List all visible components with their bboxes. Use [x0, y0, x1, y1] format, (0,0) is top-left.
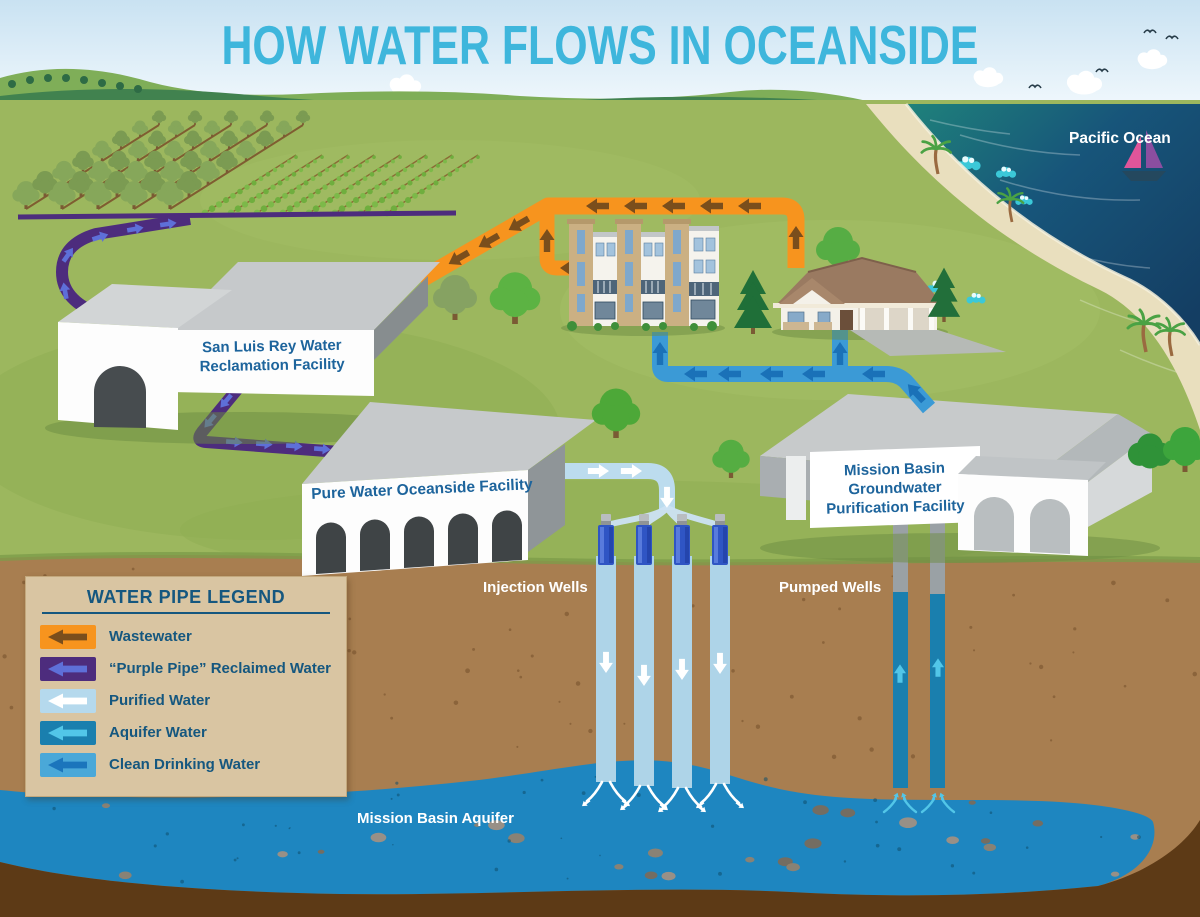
legend-pipe-swatch — [40, 624, 96, 649]
pumped-wells-label: Pumped Wells — [779, 579, 882, 596]
label-line: Purification Facility — [826, 496, 965, 518]
mission-basin-facility-label: Mission Basin Groundwater Purification F… — [825, 459, 965, 519]
legend-item-label: Wastewater — [109, 628, 192, 645]
injection-wells-label: Injection Wells — [483, 579, 588, 596]
legend-title: WATER PIPE LEGEND — [42, 587, 330, 614]
pure-water-building — [302, 402, 596, 576]
ocean-streaks — [929, 119, 1191, 377]
label-line: Mission Basin — [843, 459, 946, 480]
well-flow-splays — [580, 780, 956, 815]
hill-trees — [8, 74, 142, 93]
legend-pipe-swatch — [40, 656, 96, 681]
mission-basin-aquifer-label: Mission Basin Aquifer — [357, 810, 514, 827]
legend-item-label: Clean Drinking Water — [109, 756, 261, 773]
legend-item-label: “Purple Pipe” Reclaimed Water — [109, 660, 332, 677]
driveway — [850, 330, 1006, 356]
legend-item-purified: Purified Water — [40, 688, 332, 713]
pacific-ocean-label: Pacific Ocean — [1069, 130, 1171, 147]
legend-pipe-swatch — [40, 688, 96, 713]
san-luis-rey-facility-label: San Luis Rey Water Reclamation Facility — [199, 337, 345, 377]
legend-pipe-swatch — [40, 720, 96, 745]
label-line: Reclamation Facility — [199, 355, 345, 376]
pacific-ocean — [906, 104, 1200, 377]
label-line: San Luis Rey Water — [201, 336, 342, 357]
legend-item-drinking: Clean Drinking Water — [40, 752, 332, 777]
apartment-shrubs — [567, 321, 717, 331]
bedrock — [0, 820, 1200, 917]
water-pipe-legend: WATER PIPE LEGEND Wastewater “Purple Pipe… — [25, 576, 347, 797]
aquifer — [0, 760, 1155, 896]
beach — [866, 103, 1200, 430]
house — [772, 256, 1006, 356]
legend-pipe-swatch — [40, 752, 96, 777]
wastewater-pipe — [415, 197, 805, 288]
page-title: HOW WATER FLOWS IN OCEANSIDE — [221, 14, 979, 76]
injection-wellheads — [598, 505, 728, 565]
apartment-building — [561, 219, 725, 336]
legend-item-label: Purified Water — [109, 692, 211, 709]
legend-item-aquifer: Aquifer Water — [40, 720, 332, 745]
legend-item-reclaimed: “Purple Pipe” Reclaimed Water — [40, 656, 332, 681]
mission-basin-building — [760, 394, 1160, 563]
san-luis-rey-building — [45, 262, 440, 444]
legend-item-wastewater: Wastewater — [40, 624, 332, 649]
legend-item-label: Aquifer Water — [109, 724, 207, 741]
sailboat-icon — [1122, 130, 1166, 181]
